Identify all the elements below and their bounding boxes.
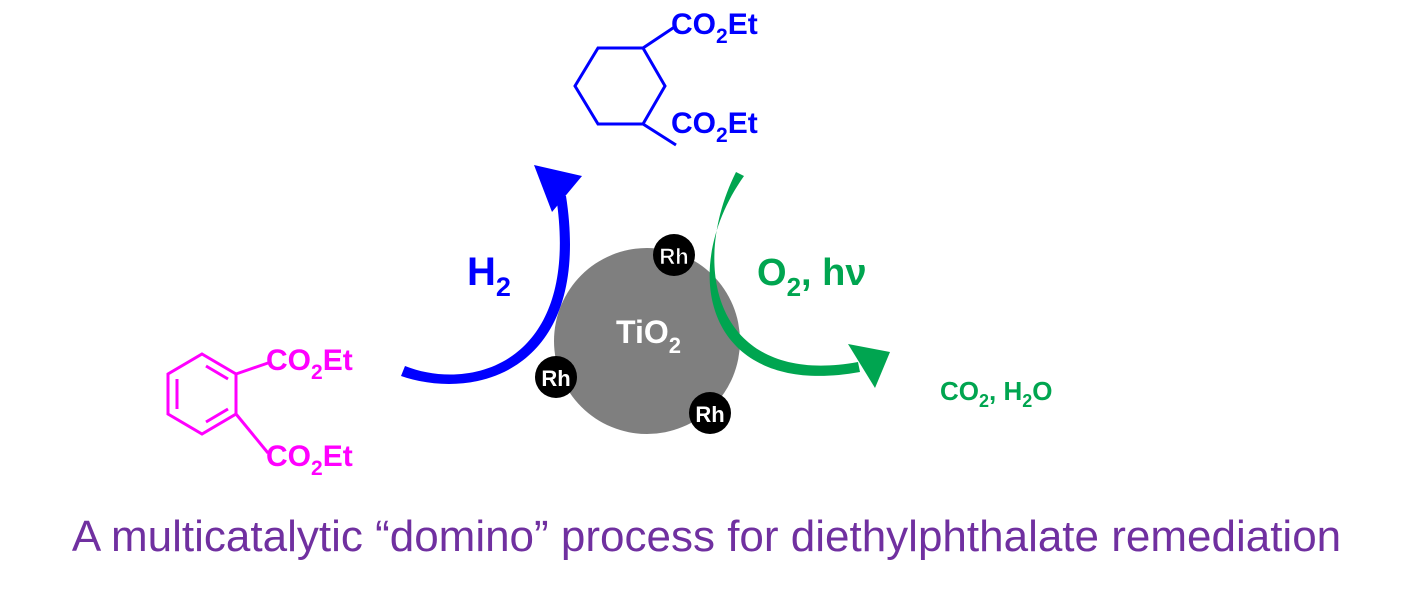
catalyst-label: TiO2 (616, 314, 681, 358)
product-bottom-substituent: CO2Et (671, 107, 758, 147)
hydrogenation-arrowhead (534, 165, 582, 212)
svg-text:Rh: Rh (695, 402, 724, 427)
cyclohexane-ring (573, 46, 667, 126)
reactant-molecule (166, 352, 270, 454)
scheme-caption: A multicatalytic “domino” process for di… (71, 512, 1342, 561)
final-products-label: CO2, H2O (940, 376, 1053, 411)
reactant-bond-bottom (234, 413, 270, 454)
tio2-particle (554, 248, 740, 434)
product-bond-bottom (642, 122, 677, 147)
benzene-double-bond-2 (205, 407, 229, 424)
svg-text:Rh: Rh (659, 244, 688, 269)
reactant-bottom-substituent: CO2Et (266, 440, 353, 480)
oxidation-reagent-label: O2, hν (757, 252, 867, 302)
svg-text:Rh: Rh (541, 366, 570, 391)
rh-site: Rh (653, 234, 695, 276)
hydrogenation-reagent-label: H2 (467, 250, 511, 302)
reactant-top-substituent: CO2Et (266, 344, 353, 384)
rh-site: Rh (689, 392, 731, 434)
product-bond-top (642, 24, 677, 50)
product-top-substituent: CO2Et (671, 8, 758, 48)
rh-site: Rh (535, 356, 577, 398)
oxidation-arrowhead (848, 344, 890, 388)
product-molecule (573, 24, 677, 147)
reactant-bond-top (235, 361, 269, 376)
benzene-double-bond-1 (205, 364, 229, 381)
